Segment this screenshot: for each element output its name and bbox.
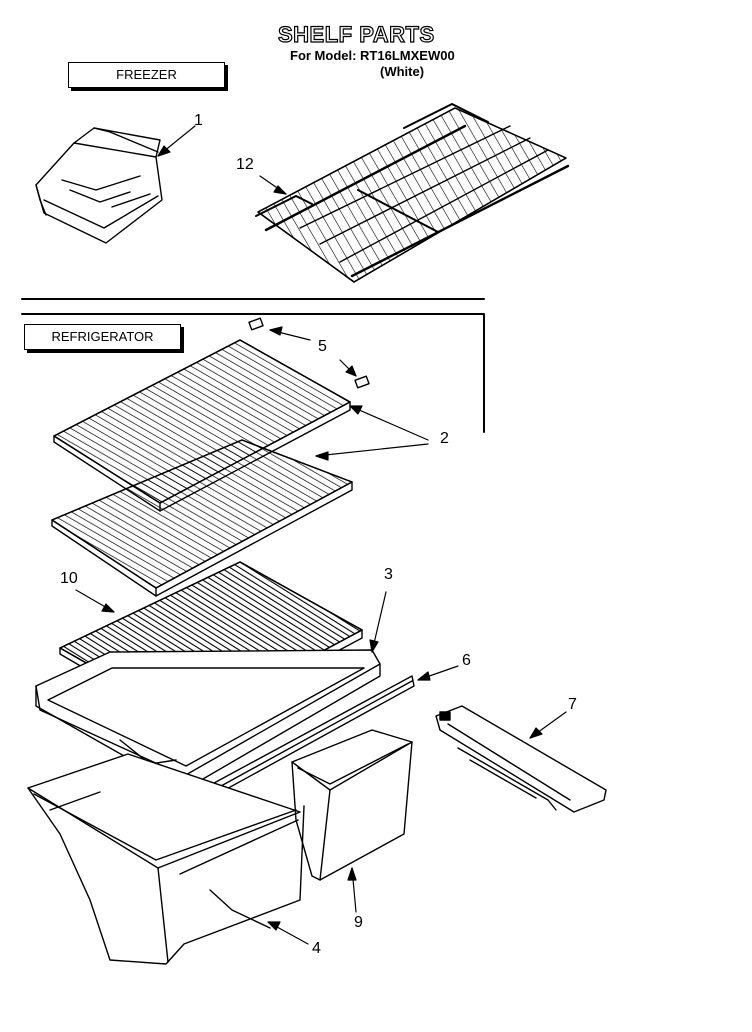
refrigerator-section-label: REFRIGERATOR (24, 324, 181, 350)
diagram-title: SHELF PARTS (277, 21, 435, 47)
color-line: (White) (380, 64, 425, 79)
freezer-wire-shelf-part-12 (255, 103, 570, 283)
callout-3: 3 (384, 566, 393, 583)
control-assembly-part-7 (435, 705, 607, 813)
callout-7: 7 (568, 696, 577, 713)
callout-6: 6 (462, 652, 471, 669)
large-crisper-drawer-part-4 (27, 753, 305, 965)
model-number-line: For Model: RT16LMXEW00 (290, 48, 455, 63)
callout-4: 4 (312, 940, 321, 957)
callout-12: 12 (236, 156, 254, 173)
callout-2: 2 (440, 430, 449, 447)
freezer-bin-part-1 (35, 127, 163, 244)
callout-leaders (75, 125, 567, 945)
small-crisper-drawer-part-9 (291, 729, 413, 881)
freezer-section-label: FREEZER (68, 62, 225, 88)
callout-5: 5 (318, 338, 327, 355)
callout-1: 1 (194, 112, 203, 129)
lower-glass-shelf-part-2 (51, 439, 353, 597)
shelf-clip-part-5 (248, 317, 370, 389)
callout-10: 10 (60, 570, 78, 587)
callout-9: 9 (354, 914, 363, 931)
section-divider (21, 298, 485, 433)
